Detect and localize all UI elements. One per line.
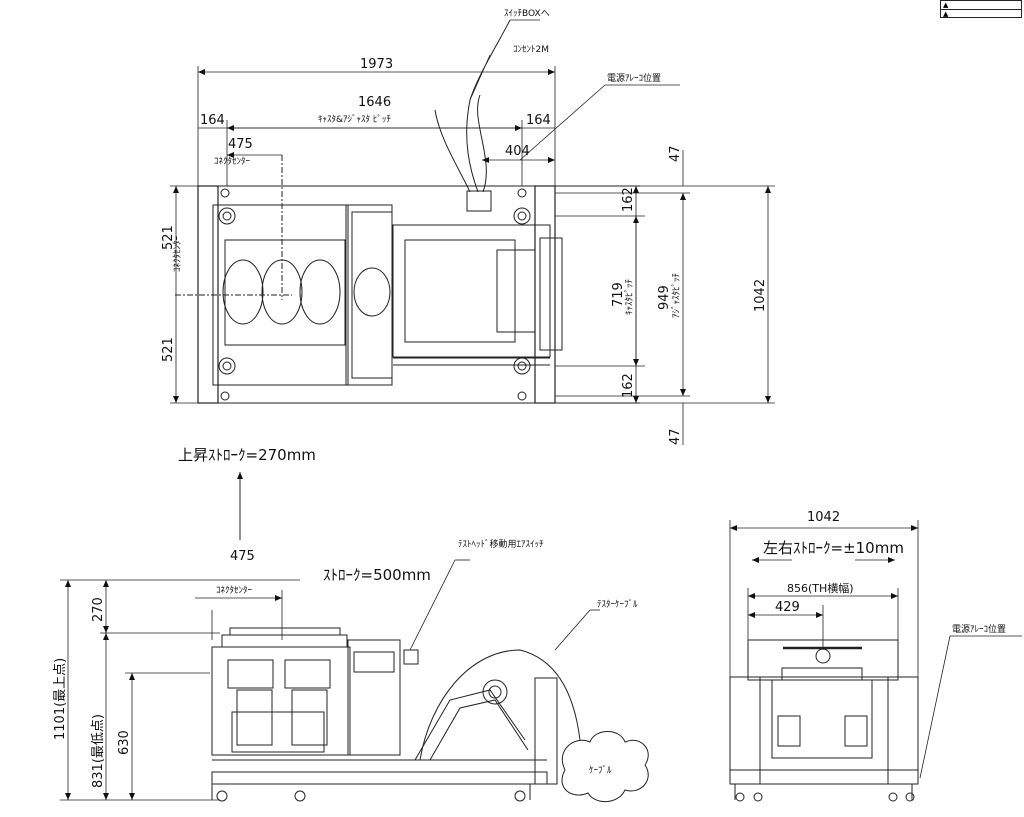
label-lr-stroke: 左右ｽﾄﾛｰｸ=±10mm	[763, 539, 904, 557]
dim-max-height: 1101(最上点)	[53, 658, 68, 740]
dim-adjuster-pitch: 949	[657, 285, 672, 310]
dim-bottom-margin: 47	[668, 428, 683, 445]
dim-min-height: 831(最低点)	[91, 714, 106, 788]
label-air-switch: ﾃｽﾄﾍｯﾄﾞ移動用ｴｱｽｲｯﾁ	[458, 538, 544, 550]
side-view	[211, 472, 649, 803]
dim-429: 429	[775, 600, 800, 615]
label-connector-center: ｺﾈｸﾀｾﾝﾀｰ	[214, 156, 251, 167]
dim-pitch: 1646	[358, 95, 391, 110]
revision-row-1: ▲	[941, 1, 1021, 10]
dim-connector: 475	[228, 137, 253, 152]
label-power-cable-position: 電源ｱﾚｰｺ位置	[607, 72, 661, 84]
label-adjuster-pitch-vertical: ｱｼﾞｬｽﾀﾋﾟｯﾁ	[671, 272, 682, 318]
label-lift-stroke: 上昇ｽﾄﾛｰｸ=270mm	[178, 446, 316, 464]
label-connector-center-vertical: ｺﾈｸﾀｾﾝﾀｰ	[172, 235, 183, 272]
dim-overall-depth: 1042	[753, 279, 768, 312]
label-side-connector-center: ｺﾈｸﾀｾﾝﾀｰ	[216, 585, 253, 596]
end-view-dimensions	[729, 520, 1022, 779]
revision-row-2: ▲	[943, 10, 949, 18]
dim-side-connector: 475	[230, 549, 255, 564]
label-end-power-cable-position: 電源ｱﾚｰｺ位置	[952, 623, 1006, 635]
cable-cloud	[561, 731, 649, 803]
label-caster-pitch: ｷｬｽﾀ&ｱｼﾞｬｽﾀ ﾋﾟｯﾁ	[318, 114, 391, 125]
label-stroke: ｽﾄﾛｰｸ=500mm	[323, 566, 431, 584]
dim-stroke-height: 270	[91, 597, 106, 622]
dim-top-pitch: 162	[621, 187, 636, 212]
label-caster-pitch-vertical: ｷｬｽﾀﾋﾟｯﾁ	[624, 278, 635, 315]
dim-half-bottom: 521	[161, 337, 176, 362]
dim-overall-width: 1973	[360, 57, 393, 72]
dim-caster-pitch: 719	[611, 282, 626, 307]
dim-th-width: 856(TH横幅)	[787, 581, 854, 595]
dim-top-margin: 47	[668, 145, 683, 162]
top-view	[175, 19, 640, 404]
dim-right-offset: 164	[526, 113, 551, 128]
end-view	[729, 639, 919, 802]
top-view-dimensions	[170, 19, 775, 445]
label-tester-cable: ﾃｽﾀｰｹｰﾌﾞﾙ	[597, 599, 638, 610]
label-cable: ｹｰﾌﾞﾙ	[589, 765, 612, 776]
label-outlet: ｺﾝｾﾝﾄ2M	[513, 44, 549, 55]
dim-left-offset: 164	[200, 113, 225, 128]
dim-cable-position: 404	[505, 144, 530, 159]
dim-half-top: 521	[161, 225, 176, 250]
dim-end-width: 1042	[807, 510, 840, 525]
side-view-dimensions	[60, 559, 600, 801]
dim-bottom-pitch: 162	[621, 373, 636, 398]
dim-630: 630	[117, 730, 132, 755]
title-block: ▲ ▲	[940, 0, 1022, 18]
label-switch-box: ｽｲｯﾁBOXへ	[504, 8, 550, 19]
